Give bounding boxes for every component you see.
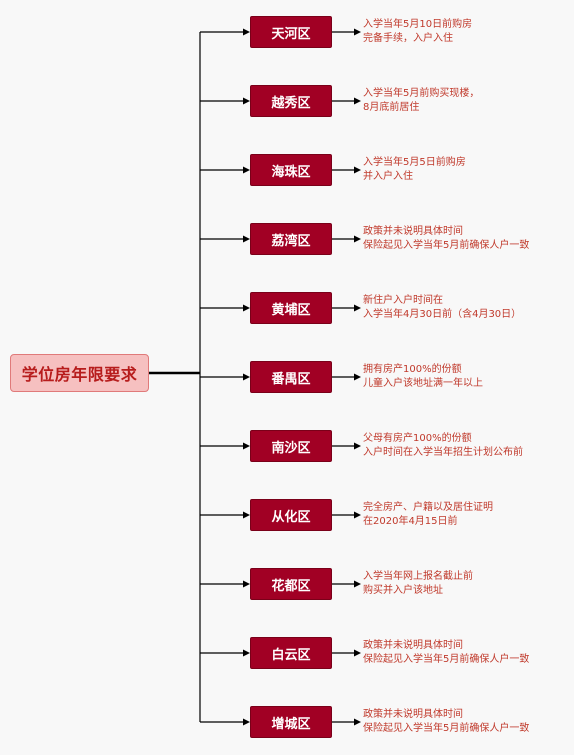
district-node[interactable]: 南沙区: [250, 430, 332, 462]
district-node[interactable]: 增城区: [250, 706, 332, 738]
root-node[interactable]: 学位房年限要求: [10, 354, 149, 392]
district-note: 入学当年5月前购买现楼， 8月底前居住: [363, 87, 568, 115]
note-line: 入学当年5月前购买现楼，: [363, 88, 480, 99]
note-line: 8月底前居住: [363, 102, 420, 113]
note-line: 入学当年5月10日前购房: [363, 19, 473, 30]
branch-arrowhead: [243, 97, 250, 105]
note-line: 完备手续，入户入住: [363, 33, 453, 44]
branch-arrowhead: [243, 580, 250, 588]
district-node[interactable]: 越秀区: [250, 85, 332, 117]
district-node[interactable]: 花都区: [250, 568, 332, 600]
branch-arrowhead: [243, 166, 250, 174]
branch-arrowhead: [243, 511, 250, 519]
note-line: 购买并入户该地址: [363, 585, 443, 596]
note-arrowhead: [354, 442, 361, 450]
district-note: 完全房产、户籍以及居住证明在2020年4月15日前: [363, 501, 568, 529]
note-line: 保险起见入学当年5月前确保人户一致: [363, 240, 530, 251]
district-note: 入学当年5月10日前购房完备手续，入户入住: [363, 18, 568, 46]
note-line: 入户时间在入学当年招生计划公布前: [363, 447, 523, 458]
note-line: 政策并未说明具体时间: [363, 709, 463, 720]
note-line: 入学当年网上报名截止前: [363, 571, 473, 582]
district-note: 父母有房产100%的份额入户时间在入学当年招生计划公布前: [363, 432, 568, 460]
note-line: 新住户入户时间在: [363, 295, 443, 306]
note-arrowhead: [354, 28, 361, 36]
note-line: 入学当年4月30日前（含4月30日）: [363, 309, 522, 320]
note-line: 在2020年4月15日前: [363, 516, 458, 527]
district-node[interactable]: 海珠区: [250, 154, 332, 186]
branch-arrowhead: [243, 28, 250, 36]
district-node[interactable]: 从化区: [250, 499, 332, 531]
district-node[interactable]: 天河区: [250, 16, 332, 48]
district-note: 政策并未说明具体时间保险起见入学当年5月前确保人户一致: [363, 639, 568, 667]
branch-arrowhead: [243, 649, 250, 657]
note-arrowhead: [354, 97, 361, 105]
note-line: 父母有房产100%的份额: [363, 433, 472, 444]
district-node[interactable]: 白云区: [250, 637, 332, 669]
note-arrowhead: [354, 649, 361, 657]
note-arrowhead: [354, 235, 361, 243]
district-node[interactable]: 番禺区: [250, 361, 332, 393]
district-note: 政策并未说明具体时间保险起见入学当年5月前确保人户一致: [363, 708, 568, 736]
note-line: 政策并未说明具体时间: [363, 226, 463, 237]
branch-arrowhead: [243, 235, 250, 243]
note-arrowhead: [354, 511, 361, 519]
note-arrowhead: [354, 718, 361, 726]
note-line: 完全房产、户籍以及居住证明: [363, 502, 493, 513]
branch-arrowhead: [243, 442, 250, 450]
district-note: 新住户入户时间在入学当年4月30日前（含4月30日）: [363, 294, 568, 322]
note-line: 保险起见入学当年5月前确保人户一致: [363, 654, 530, 665]
note-arrowhead: [354, 166, 361, 174]
branch-arrowhead: [243, 718, 250, 726]
branch-arrowhead: [243, 373, 250, 381]
note-line: 入学当年5月5日前购房: [363, 157, 466, 168]
note-arrowhead: [354, 373, 361, 381]
note-line: 拥有房产100%的份额: [363, 364, 462, 375]
note-line: 儿童入户该地址满一年以上: [363, 378, 483, 389]
note-line: 政策并未说明具体时间: [363, 640, 463, 651]
note-arrowhead: [354, 580, 361, 588]
district-node[interactable]: 黄埔区: [250, 292, 332, 324]
note-line: 并入户入住: [363, 171, 413, 182]
district-note: 政策并未说明具体时间保险起见入学当年5月前确保人户一致: [363, 225, 568, 253]
district-note: 拥有房产100%的份额儿童入户该地址满一年以上: [363, 363, 568, 391]
note-arrowhead: [354, 304, 361, 312]
branch-arrowhead: [243, 304, 250, 312]
note-line: 保险起见入学当年5月前确保人户一致: [363, 723, 530, 734]
district-note: 入学当年网上报名截止前购买并入户该地址: [363, 570, 568, 598]
district-note: 入学当年5月5日前购房并入户入住: [363, 156, 568, 184]
district-node[interactable]: 荔湾区: [250, 223, 332, 255]
